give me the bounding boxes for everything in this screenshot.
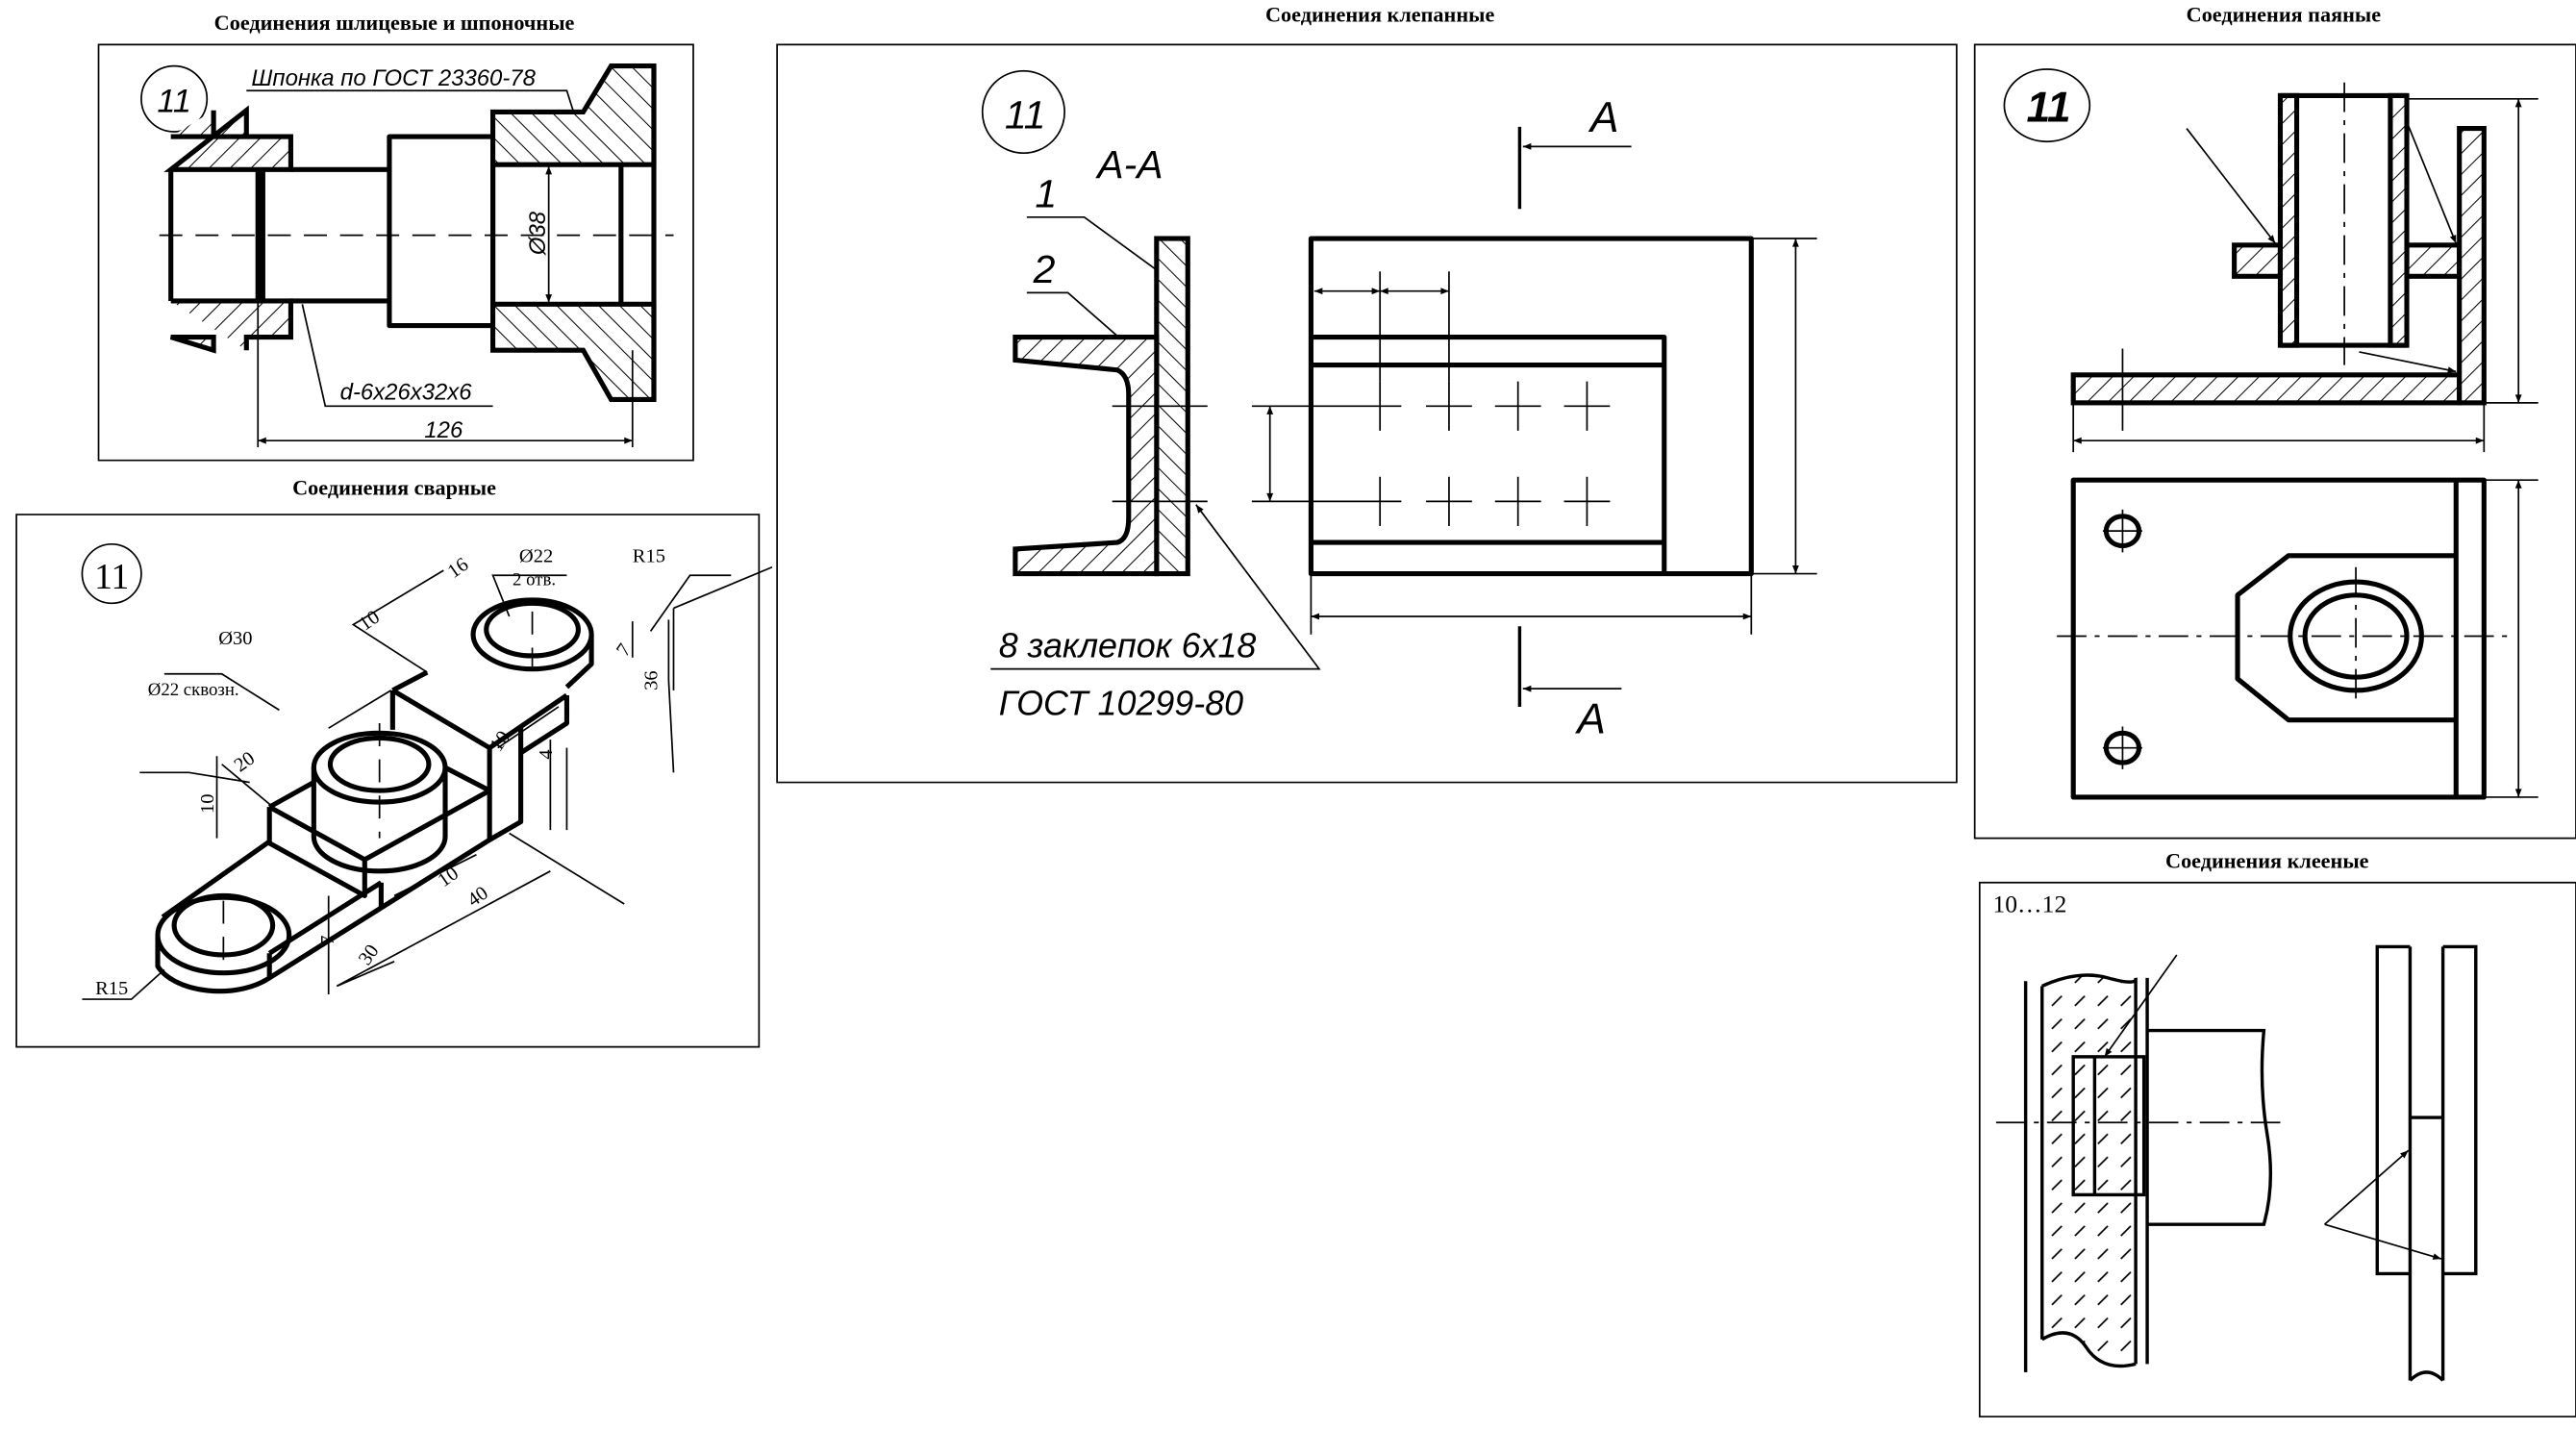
hole-count-label: 2 отв. [513, 570, 556, 590]
hub [2071, 1055, 2146, 1197]
isometric-part [155, 597, 594, 994]
gost-note: ГОСТ 10299-80 [999, 684, 1243, 722]
dim-30-label: 30 [355, 941, 384, 968]
solder-arrow-3 [2359, 351, 2457, 374]
hole-centerlines [2102, 348, 2142, 769]
cut-label-top: А [1588, 94, 1619, 141]
plan-axis [2057, 566, 2509, 707]
tube-wall-right [2388, 92, 2410, 348]
variant-number: 11 [157, 83, 190, 119]
section-label: А-А [1094, 142, 1163, 187]
rivet-leader [990, 504, 1321, 670]
panel-title: Соединения клепанные [1265, 2, 1494, 26]
panel-soldered: Соединения паяные 11 [1973, 2, 2576, 840]
tube-wall-left [2277, 92, 2300, 348]
panel-splined: Соединения шлицевые и шпоночные 11 Шпонк… [97, 11, 694, 462]
solder-arrow-2 [2406, 121, 2458, 244]
dim-10-bottom-label: 10 [435, 863, 463, 891]
dim-36-label: 36 [640, 670, 662, 690]
hub-top [163, 105, 293, 172]
panel-frame [15, 514, 761, 1048]
radius-bottom-label: R15 [95, 978, 128, 999]
flange-right [2404, 242, 2463, 279]
panel-title: Соединения шлицевые и шпоночные [214, 11, 575, 35]
panel-welded: Соединения сварные 11 [15, 476, 773, 1048]
glued-wall [2041, 975, 2137, 1367]
panel-riveted: Соединения клепанные 11 А-А 1 2 8 заклеп… [776, 2, 1958, 784]
key-note: Шпонка по ГОСТ 23360-78 [251, 65, 536, 91]
variant-number: 11 [94, 558, 129, 597]
flange-left [2232, 242, 2284, 279]
boss-diameter-label: Ø30 [218, 628, 252, 649]
variant-number: 11 [2027, 85, 2071, 132]
rivet-marks [1251, 271, 1611, 527]
wall-outline [2023, 973, 2149, 1372]
spline-note: d-6x26x32x6 [340, 379, 473, 405]
glue-arrow [2103, 954, 2178, 1058]
diameter-label: Ø38 [525, 211, 551, 256]
channel-view [1311, 334, 1667, 574]
upright-plate [2457, 125, 2487, 406]
panel-title: Соединения паяные [2187, 2, 2382, 26]
dim-20-label: 20 [231, 748, 259, 777]
extension-lines [1310, 238, 1817, 635]
variant-number: 10…12 [1992, 891, 2066, 918]
glue-arrow [2324, 1223, 2442, 1260]
variant-circle [981, 69, 1065, 155]
panel-frame [1978, 881, 2576, 1417]
part-leaders [1026, 215, 1170, 351]
part-1-label: 1 [1035, 172, 1057, 216]
hub-bottom [169, 298, 293, 354]
base-plate [2070, 372, 2463, 406]
panel-glued: Соединения клееные 10…12 [1978, 848, 2576, 1417]
dim-7-bottom-label: 7 [317, 935, 338, 944]
radius-top-label: R15 [633, 546, 665, 567]
length-label: 126 [424, 417, 463, 443]
housing-bottom [490, 301, 657, 403]
dimension-lines [82, 565, 773, 1000]
panel-frame [97, 43, 694, 462]
panel-frame [776, 43, 1958, 784]
variant-number: 11 [1005, 93, 1046, 138]
collar [387, 134, 496, 329]
channel-section [1013, 334, 1160, 577]
plan-view-plate [2070, 477, 2487, 800]
variant-circle [2003, 68, 2091, 143]
panel-frame [1973, 43, 2576, 840]
dim-16-label: 16 [444, 554, 472, 583]
cut-label-bottom: А [1574, 695, 1606, 742]
panel-title: Соединения клееные [2165, 848, 2369, 872]
part-2-label: 2 [1033, 247, 1056, 291]
rivet-note: 8 заклепок 6х18 [999, 627, 1257, 665]
hole-diameter-label: Ø22 [519, 546, 553, 567]
lap-joint [2375, 944, 2478, 1382]
solder-arrow-1 [2186, 128, 2277, 244]
rivet-axes [1112, 405, 1208, 503]
dim-4-label: 4 [536, 749, 557, 759]
extension-lines [257, 300, 634, 448]
dim-10-top-label: 10 [356, 607, 384, 636]
through-hole-label: Ø22 сквозн. [148, 680, 239, 700]
variant-circle [140, 64, 209, 133]
glue-arrow [2324, 1149, 2410, 1225]
shaft [2147, 1028, 2273, 1226]
panel-title: Соединения сварные [292, 476, 496, 500]
extension-lines [2072, 97, 2538, 798]
variant-circle [81, 542, 142, 605]
dim-10-left-label: 10 [197, 794, 218, 815]
dim-40-label: 40 [463, 883, 491, 912]
spline-leader [301, 304, 493, 408]
